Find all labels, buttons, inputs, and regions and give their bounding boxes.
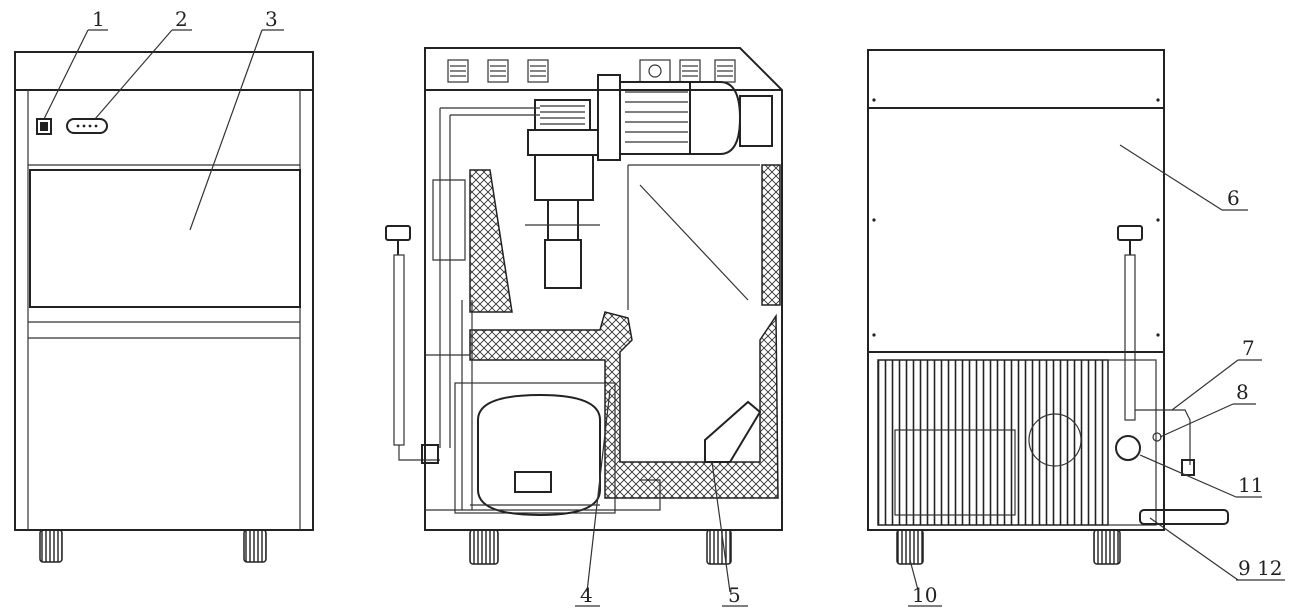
- front-view: [14, 51, 314, 563]
- compressor: [454, 382, 616, 517]
- section-view: [385, 47, 783, 565]
- label-8: 8: [1236, 380, 1249, 404]
- rear-leaders: [908, 144, 1285, 607]
- front-foot-right: [243, 529, 267, 563]
- top-vents: [447, 59, 736, 83]
- front-cabinet: [14, 51, 314, 531]
- label-3: 3: [265, 7, 278, 31]
- label-2: 2: [175, 7, 188, 31]
- insulation-bin: [469, 311, 779, 499]
- section-cabinet: [424, 47, 783, 531]
- section-leaders: [575, 389, 748, 607]
- rear-foot-right: [1093, 529, 1121, 565]
- control-panel: [66, 118, 108, 134]
- label-9-12: 9 12: [1238, 556, 1283, 580]
- section-foot-left: [469, 529, 499, 565]
- rear-view: [867, 49, 1229, 565]
- ice-bin-door: [29, 169, 301, 308]
- label-1: 1: [92, 7, 105, 31]
- label-11: 11: [1238, 473, 1263, 497]
- power-switch-icon: [40, 122, 48, 131]
- label-7: 7: [1242, 336, 1255, 360]
- front-foot-left: [39, 529, 63, 563]
- water-valve: [385, 225, 440, 464]
- label-5: 5: [728, 583, 741, 607]
- evaporator-assembly: [525, 154, 600, 289]
- label-4: 4: [580, 583, 593, 607]
- label-10: 10: [912, 583, 937, 607]
- gear-motor: [527, 74, 773, 161]
- rear-foot-left: [896, 529, 924, 565]
- ice-scoop: [704, 400, 762, 463]
- front-leaders: [43, 29, 284, 231]
- insulation-left: [469, 169, 513, 313]
- condenser-grille: [877, 359, 1109, 526]
- section-foot-right: [706, 529, 732, 565]
- insulation-right: [761, 164, 781, 306]
- label-6: 6: [1227, 186, 1240, 210]
- rear-water-valve: [1115, 225, 1229, 525]
